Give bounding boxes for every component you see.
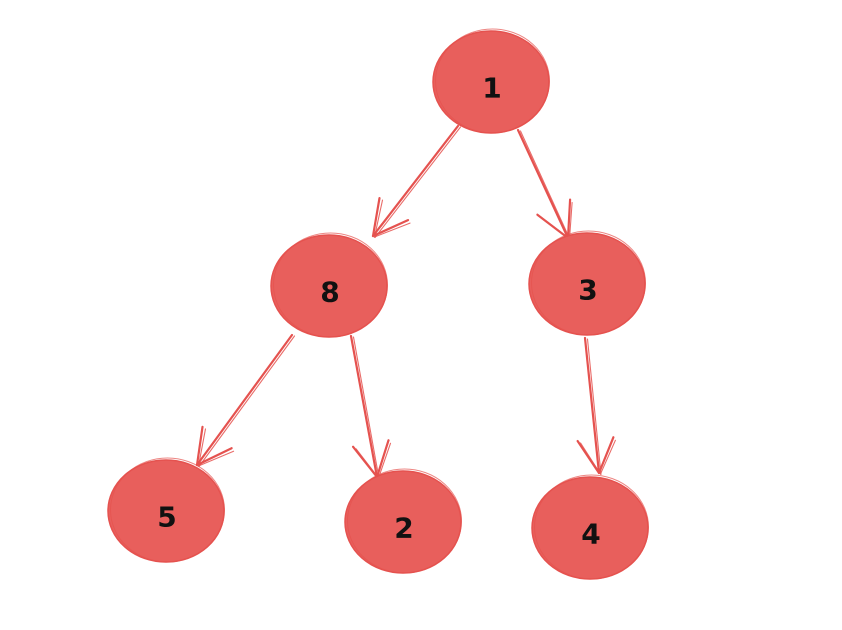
node-sketch-outline <box>273 232 388 338</box>
edge-3-to-4 <box>576 336 616 476</box>
edge-sketch-line <box>374 126 462 239</box>
edge-line <box>349 334 379 479</box>
edge-8-to-5 <box>195 333 296 468</box>
arrowhead-sketch <box>373 199 411 238</box>
node-label: 2 <box>394 512 413 545</box>
node-sketch-outline <box>110 457 225 563</box>
node-label: 5 <box>157 501 176 534</box>
tree-node-5: 5 <box>107 457 225 563</box>
tree-node-4: 4 <box>531 474 649 580</box>
edge-1-to-8 <box>371 124 462 239</box>
edge-line <box>195 333 294 467</box>
tree-node-8: 8 <box>270 232 388 338</box>
edge-line <box>371 124 460 238</box>
node-sketch-outline <box>347 468 462 574</box>
node-sketch-outline <box>435 28 550 134</box>
edge-sketch-line <box>352 336 380 480</box>
edge-sketch-line <box>586 338 602 476</box>
tree-node-2: 2 <box>344 468 462 574</box>
node-label: 1 <box>482 72 501 105</box>
node-label: 4 <box>581 518 600 551</box>
arrowhead-sketch <box>580 439 616 476</box>
node-sketch-outline <box>534 474 649 580</box>
tree-node-1: 1 <box>432 28 550 134</box>
edges-layer <box>195 124 616 480</box>
node-sketch-outline <box>531 230 646 336</box>
edge-sketch-line <box>198 335 296 468</box>
arrowhead-icon <box>576 436 615 475</box>
nodes-layer: 1 8 3 5 2 4 <box>107 28 649 580</box>
node-label: 3 <box>578 274 597 307</box>
node-label: 8 <box>320 276 339 309</box>
edge-sketch-line <box>519 130 571 241</box>
edge-line <box>516 128 570 240</box>
edge-line <box>583 336 601 475</box>
arrowhead-icon <box>371 197 410 238</box>
edge-1-to-3 <box>516 128 573 241</box>
edge-8-to-2 <box>349 334 392 480</box>
tree-node-3: 3 <box>528 230 646 336</box>
